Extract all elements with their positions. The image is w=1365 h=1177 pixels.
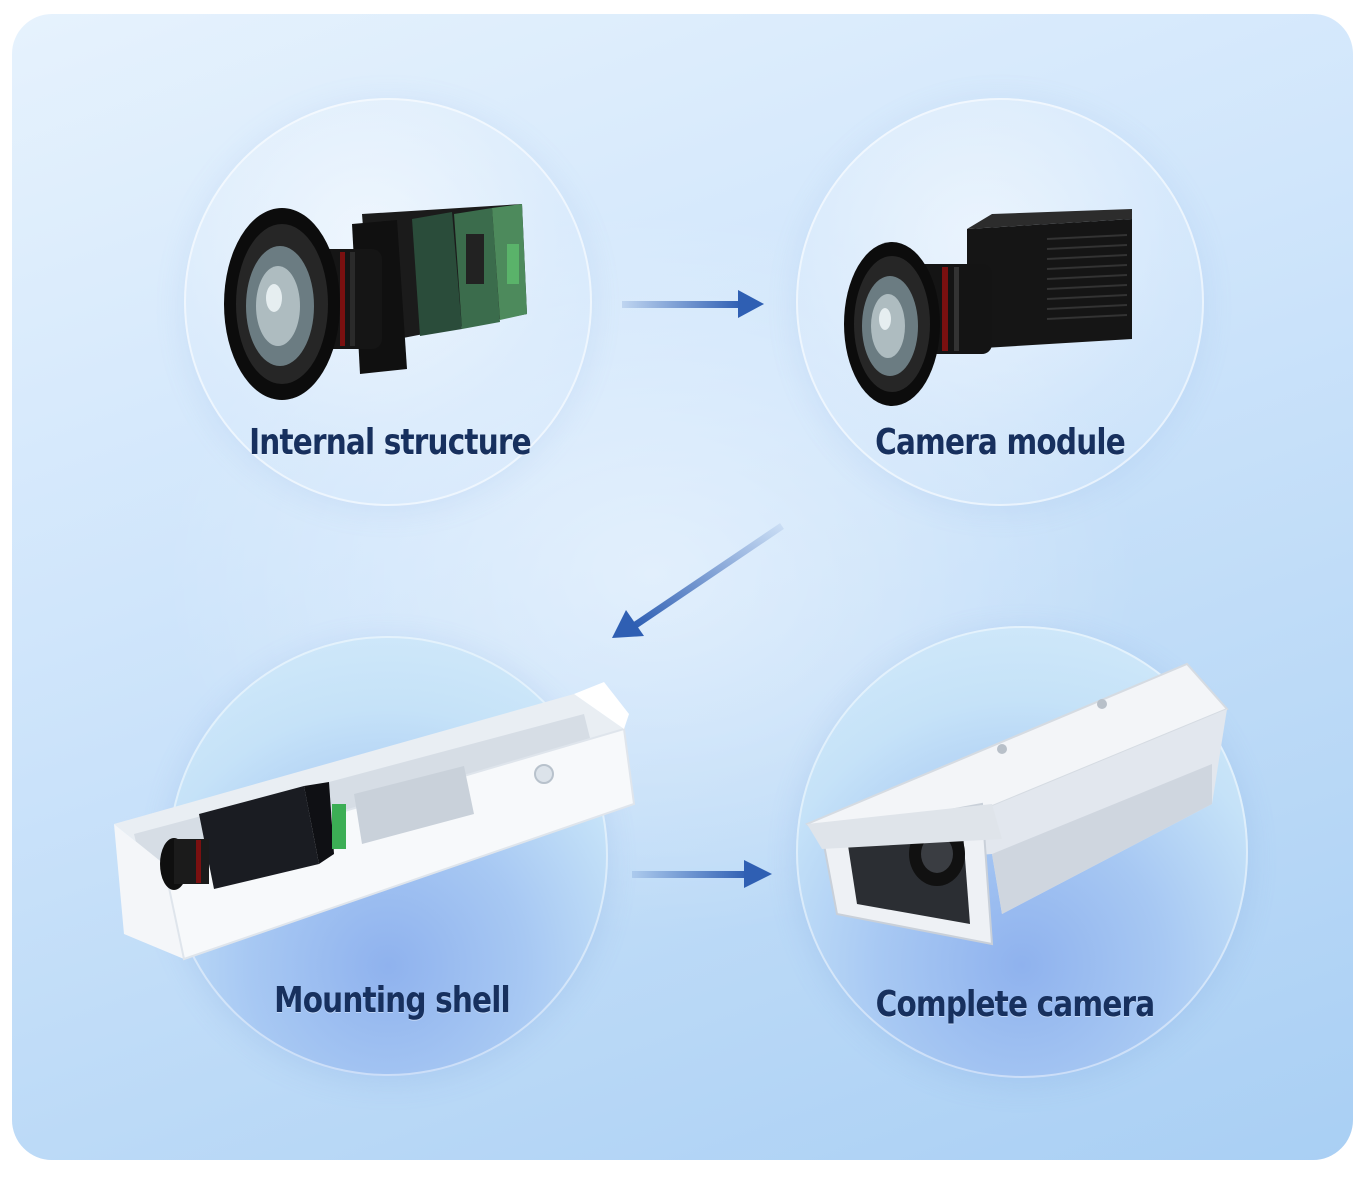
arrow-diagonal [612, 523, 784, 638]
open-housing-icon [114, 682, 636, 961]
enclosed-camera-icon [805, 662, 1229, 946]
diagram-panel: Internal structure Camera module Mountin… [12, 14, 1353, 1160]
flow-arrows [612, 290, 784, 888]
camera-board-icon [224, 204, 527, 400]
arrow-right-top [622, 290, 764, 318]
camera-module-icon [844, 209, 1132, 406]
step-label-camera-module: Camera module [875, 422, 1126, 463]
step-label-internal-structure: Internal structure [249, 422, 532, 463]
step-label-mounting-shell: Mounting shell [274, 980, 511, 1021]
step-label-complete-camera: Complete camera [875, 984, 1156, 1025]
arrow-right-bottom [632, 860, 772, 888]
